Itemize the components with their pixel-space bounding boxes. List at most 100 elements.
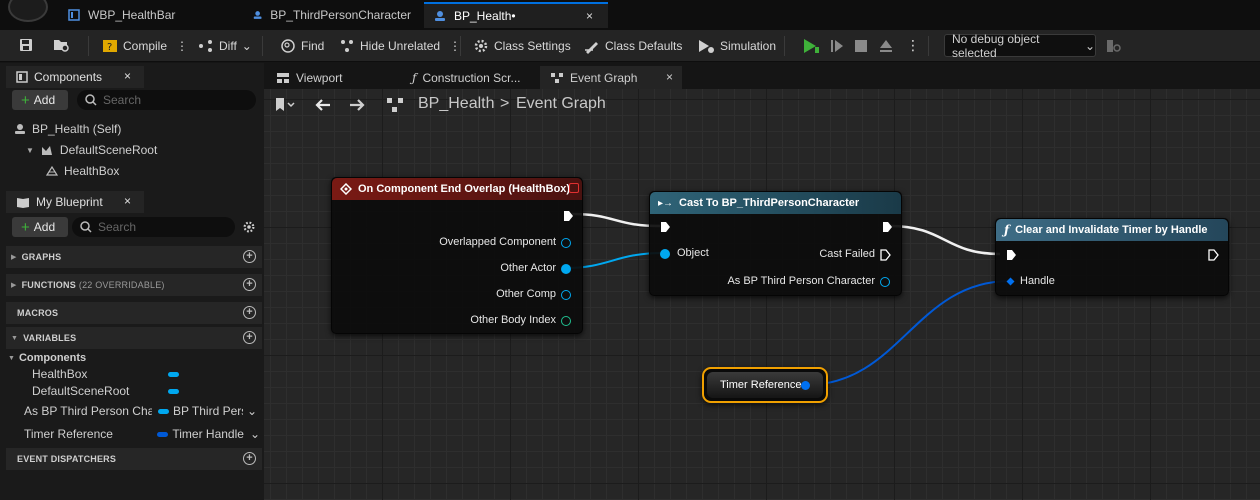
breadcrumb-graph[interactable]: Event Graph (516, 95, 606, 112)
debug-filter-icon[interactable] (1105, 38, 1121, 54)
eject-icon[interactable] (878, 38, 894, 54)
debug-object-select[interactable]: No debug object selected ⌄ (944, 32, 1096, 60)
toolbar-separator (262, 36, 263, 56)
category-graphs[interactable]: ▶ GRAPHS + (6, 246, 262, 268)
tab-viewport[interactable]: Viewport (266, 66, 396, 89)
component-item-healthbox[interactable]: HealthBox (0, 161, 258, 181)
add-variable-icon[interactable]: + (243, 331, 256, 344)
unreal-logo-icon[interactable] (8, 0, 48, 22)
node-cast-to-bp-thirdpersoncharacter[interactable]: ▸→ Cast To BP_ThirdPersonCharacter Objec… (649, 191, 902, 296)
class-settings-label: Class Settings (494, 39, 571, 53)
node-clear-and-invalidate-timer[interactable]: ƒ Clear and Invalidate Timer by Handle H… (995, 218, 1229, 296)
exec-out-pin-icon[interactable] (563, 210, 574, 222)
category-macros[interactable]: MACROS + (6, 302, 262, 324)
struct-pin-connected-icon[interactable] (1006, 277, 1015, 286)
close-panel-icon[interactable]: × (124, 194, 132, 208)
breadcrumb-separator: > (500, 95, 510, 112)
pin-label-other-actor: Other Actor (500, 262, 556, 274)
category-label: FUNCTIONS (21, 280, 76, 290)
bookmark-menu-icon[interactable] (274, 97, 296, 113)
blueprint-actor-icon (435, 11, 445, 21)
add-function-icon[interactable]: + (243, 278, 256, 291)
pin-label-as-bp-third-person-character: As BP Third Person Character (727, 275, 875, 287)
add-member-button[interactable]: + Add (12, 217, 68, 237)
class-defaults-icon (585, 42, 598, 54)
struct-pin-connected-icon[interactable] (801, 381, 810, 390)
my-blueprint-panel-tab[interactable]: My Blueprint × (6, 191, 144, 213)
class-defaults-button[interactable]: Class Defaults (584, 36, 682, 56)
add-graph-icon[interactable]: + (243, 250, 256, 263)
component-label: BP_Health (Self) (32, 122, 122, 136)
diff-icon (199, 40, 212, 52)
category-functions[interactable]: ▶ FUNCTIONS (22 OVERRIDABLE) + (6, 274, 262, 296)
tab-event-graph[interactable]: Event Graph × (540, 66, 682, 89)
hide-unrelated-button[interactable]: Hide Unrelated ⋮ (339, 36, 461, 56)
close-tab-icon[interactable]: × (586, 9, 594, 23)
compile-button[interactable]: ? Compile ⋮ (102, 36, 188, 56)
tab-label: Event Graph (570, 70, 638, 85)
variable-item-timer-reference[interactable]: Timer Reference Timer Handle ⌄ (24, 424, 260, 444)
save-icon[interactable] (18, 37, 34, 53)
node-title: On Component End Overlap (HealthBox) (358, 183, 571, 195)
object-pin-unconnected-icon[interactable] (880, 277, 890, 287)
breadcrumb-blueprint[interactable]: BP_Health (418, 95, 495, 112)
close-panel-icon[interactable]: × (124, 69, 132, 83)
exec-out-pin-unconnected-icon[interactable] (880, 249, 891, 261)
exec-in-pin-icon[interactable] (660, 221, 671, 233)
object-pin-unconnected-icon[interactable] (561, 238, 571, 248)
play-options-icon[interactable]: ⋮ (906, 37, 920, 53)
variable-label: Timer Reference (24, 427, 113, 441)
object-type-pill (158, 408, 169, 414)
function-icon: ƒ (412, 70, 417, 85)
chevron-down-icon: ⌄ (241, 39, 252, 53)
tab-construction-script[interactable]: ƒ Construction Scr... (402, 66, 538, 89)
delegate-pin-icon[interactable] (569, 183, 579, 193)
play-icon[interactable] (802, 38, 820, 54)
variable-group-components[interactable]: ▼ Components (8, 348, 86, 368)
node-title: Timer Reference (720, 379, 802, 391)
object-pin-connected-icon[interactable] (561, 264, 571, 274)
search-icon (281, 39, 295, 53)
find-button[interactable]: Find (280, 36, 324, 56)
diff-button[interactable]: Diff ⌄ (198, 36, 252, 56)
type-dropdown-icon[interactable]: ⌄ (247, 404, 258, 418)
exec-in-pin-icon[interactable] (1006, 249, 1017, 261)
compile-options-icon[interactable]: ⋮ (176, 39, 189, 53)
object-type-pill (168, 389, 179, 394)
category-variables[interactable]: ▼ VARIABLES + (6, 327, 262, 349)
simulation-button[interactable]: Simulation (697, 36, 776, 56)
variable-item-healthbox[interactable]: HealthBox (32, 364, 182, 384)
component-item-defaultsceneroot[interactable]: ▼ DefaultSceneRoot (0, 140, 258, 160)
components-panel-tab[interactable]: Components × (6, 66, 144, 88)
component-item-self[interactable]: BP_Health (Self) (0, 119, 258, 139)
my-blueprint-search-input[interactable]: Search (72, 217, 235, 237)
node-timer-reference-getter[interactable]: Timer Reference (702, 367, 828, 403)
simulation-icon (699, 40, 714, 53)
variable-item-as-bp-third-person[interactable]: As BP Third Person Chara BP Third Pers ⌄ (24, 401, 260, 421)
stop-icon[interactable] (854, 39, 868, 53)
object-pin-connected-icon[interactable] (660, 249, 670, 259)
hide-unrelated-options-icon[interactable]: ⋮ (449, 39, 462, 53)
add-event-dispatcher-icon[interactable]: + (243, 452, 256, 465)
exec-out-pin-unconnected-icon[interactable] (1208, 249, 1219, 261)
class-settings-button[interactable]: Class Settings (473, 36, 571, 56)
category-event-dispatchers[interactable]: EVENT DISPATCHERS + (6, 448, 262, 470)
tab-wbp-healthbar[interactable]: WBP_HealthBar (58, 2, 238, 28)
exec-out-pin-icon[interactable] (882, 221, 893, 233)
tab-bp-health[interactable]: BP_Health• × (424, 2, 608, 28)
variable-item-defaultsceneroot[interactable]: DefaultSceneRoot (32, 381, 182, 401)
object-pin-unconnected-icon[interactable] (561, 290, 571, 300)
type-dropdown-icon[interactable]: ⌄ (249, 427, 260, 441)
add-component-button[interactable]: + Add (12, 90, 68, 110)
node-on-component-end-overlap[interactable]: On Component End Overlap (HealthBox) Ove… (331, 177, 583, 334)
tab-bp-thirdpersoncharacter[interactable]: BP_ThirdPersonCharacter (243, 2, 421, 28)
browse-folder-icon[interactable] (52, 37, 70, 53)
step-icon[interactable] (830, 38, 844, 54)
integer-pin-unconnected-icon[interactable] (561, 316, 571, 326)
components-search-input[interactable]: Search (77, 90, 256, 110)
add-macro-icon[interactable]: + (243, 306, 256, 319)
back-arrow-icon[interactable] (314, 97, 332, 113)
settings-gear-icon[interactable] (242, 220, 256, 234)
forward-arrow-icon[interactable] (348, 97, 366, 113)
close-tab-icon[interactable]: × (666, 70, 674, 84)
